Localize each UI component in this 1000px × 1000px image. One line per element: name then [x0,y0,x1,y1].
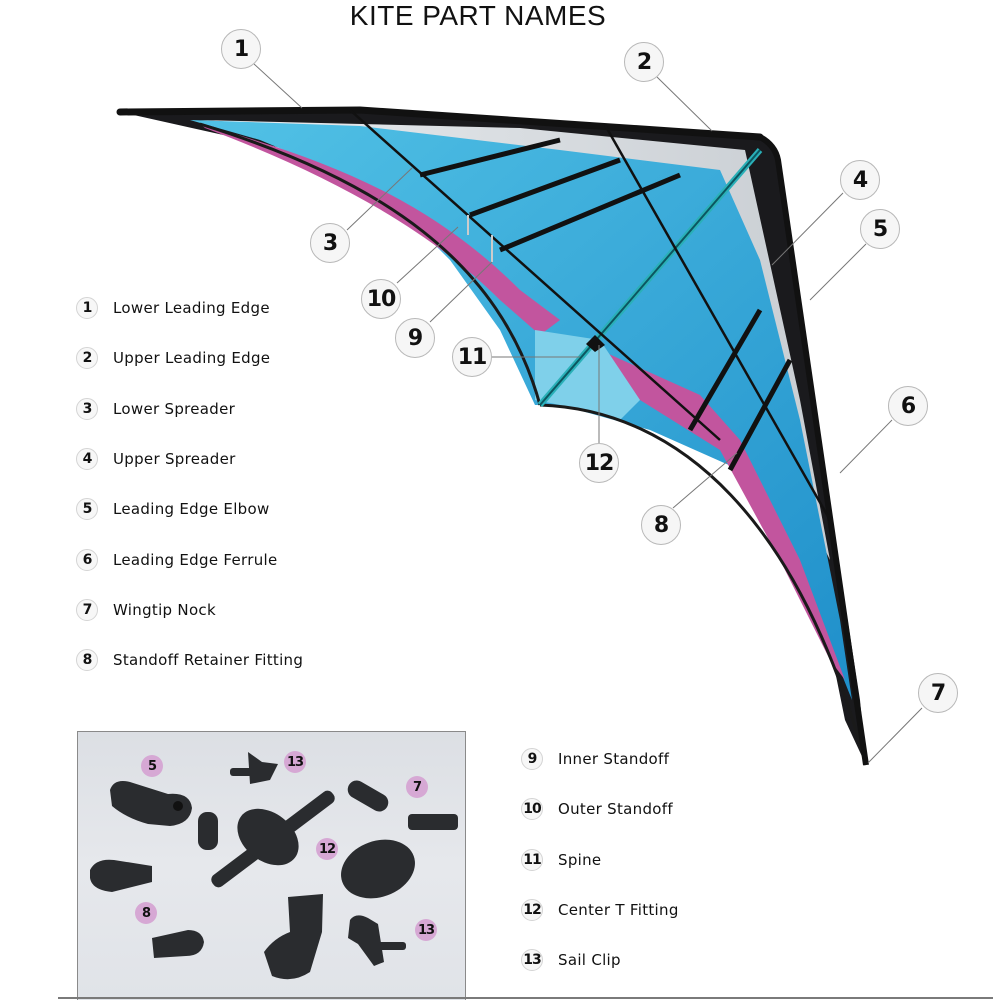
legend-number: 5 [76,498,98,520]
callout-4: 4 [840,160,880,200]
bottom-divider [58,997,993,999]
callout-7: 7 [918,673,958,713]
legend-item: 2 Upper Leading Edge [76,345,270,371]
legend-number: 10 [521,798,543,820]
legend-number: 1 [76,297,98,319]
legend-number: 4 [76,448,98,470]
fittings-illustration [90,752,458,980]
callout-3: 3 [310,223,350,263]
callout-9: 9 [395,318,435,358]
legend-number: 2 [76,347,98,369]
legend-number: 9 [521,748,543,770]
trailing-edge-right [539,403,868,766]
callout-10: 10 [361,279,401,319]
legend-label: Lower Spreader [113,400,236,418]
photo-badge-13: 13 [415,919,437,941]
legend-label: Lower Leading Edge [113,299,270,317]
legend-label: Upper Spreader [113,450,236,468]
legend-number: 3 [76,398,98,420]
legend-label: Upper Leading Edge [113,349,271,367]
legend-number: 12 [521,899,543,921]
photo-badge-7: 7 [406,776,428,798]
center-t-fitting [586,335,605,352]
page-title: KITE PART NAMES [349,0,607,31]
legend-item: 10 Outer Standoff [521,796,673,822]
legend-item: 4 Upper Spreader [76,446,236,472]
callout-6: 6 [888,386,928,426]
pink-band-left [200,124,560,335]
blue-sail [190,120,852,700]
legend-label: Outer Standoff [558,800,673,818]
photo-badge-8: 8 [135,902,157,924]
legend-label: Leading Edge Ferrule [113,551,278,569]
legend-item: 5 Leading Edge Elbow [76,496,270,522]
photo-badge-12: 12 [316,838,338,860]
lower-spreader [349,109,721,441]
photo-badge-5: 5 [141,755,163,777]
legend-label: Leading Edge Elbow [113,500,270,518]
legend-item: 8 Standoff Retainer Fitting [76,647,303,673]
callout-8: 8 [641,505,681,545]
photo-badge-13: 13 [284,751,306,773]
callout-11: 11 [452,337,492,377]
legend-item: 1 Lower Leading Edge [76,295,270,321]
legend-number: 7 [76,599,98,621]
legend-item: 12 Center T Fitting [521,897,679,923]
legend-number: 13 [521,949,543,971]
kite-fittings-photo: 5 13 7 12 8 13 [77,731,466,1000]
callout-5: 5 [860,209,900,249]
legend-item: 13 Sail Clip [521,947,621,973]
legend-number: 6 [76,549,98,571]
legend-item: 7 Wingtip Nock [76,597,216,623]
legend-label: Inner Standoff [558,750,670,768]
legend-label: Sail Clip [558,951,621,969]
legend-item: 11 Spine [521,847,601,873]
legend-label: Center T Fitting [558,901,679,919]
legend-label: Standoff Retainer Fitting [113,651,304,669]
legend-item: 6 Leading Edge Ferrule [76,547,278,573]
legend-item: 3 Lower Spreader [76,396,235,422]
legend-item: 9 Inner Standoff [521,746,669,772]
lower-leading-edge [116,106,764,141]
light-blue-center [535,330,640,420]
upper-leading-edge [758,134,869,766]
callout-12: 12 [579,443,619,483]
callout-1: 1 [221,29,261,69]
legend-number: 11 [521,849,543,871]
legend-label: Spine [558,851,602,869]
trailing-edge-left [199,122,542,406]
callout-2: 2 [624,42,664,82]
legend-number: 8 [76,649,98,671]
legend-label: Wingtip Nock [113,601,216,619]
